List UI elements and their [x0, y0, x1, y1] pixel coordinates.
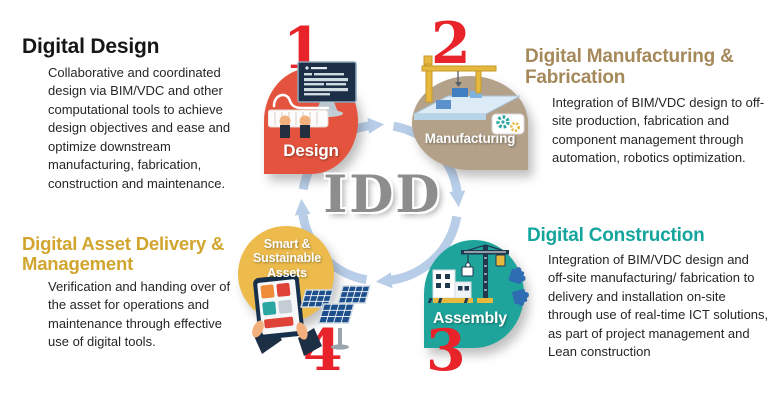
- tower-crane-blocks-puzzle-icon: [428, 244, 529, 306]
- node-label-design: Design: [283, 141, 339, 160]
- step-number-3: 3: [426, 317, 466, 384]
- section-body-digital-design: Collaborative and coordinated design via…: [48, 65, 231, 191]
- section-heading-digital-asset-delivery: Digital Asset Delivery & Management: [22, 233, 225, 274]
- section-body-digital-construction: Integration of BIM/VDC design and off-si…: [548, 252, 768, 360]
- node-label-manufacturing: Manufacturing: [424, 131, 516, 146]
- section-heading-digital-manufacturing: Digital Manufacturing & Fabrication: [525, 46, 734, 88]
- center-title-idd: IDD: [323, 165, 442, 225]
- section-heading-digital-design: Digital Design: [22, 35, 160, 58]
- computer-monitor-keyboard-icon: [268, 61, 357, 138]
- section-heading-digital-construction: Digital Construction: [527, 225, 705, 246]
- step-number-2: 2: [431, 10, 471, 77]
- gantry-crane-platform-icon: [413, 55, 525, 135]
- section-body-digital-asset-delivery: Verification and handing over of the ass…: [48, 279, 231, 350]
- section-body-digital-manufacturing: Integration of BIM/VDC design to off-sit…: [552, 95, 765, 166]
- hands-tablet-solar-panels-icon: [252, 274, 372, 356]
- node-label-assembly: Assembly: [433, 310, 507, 327]
- node-label-smart-sustainable-assets: Smart & Sustainable Assets: [253, 237, 321, 280]
